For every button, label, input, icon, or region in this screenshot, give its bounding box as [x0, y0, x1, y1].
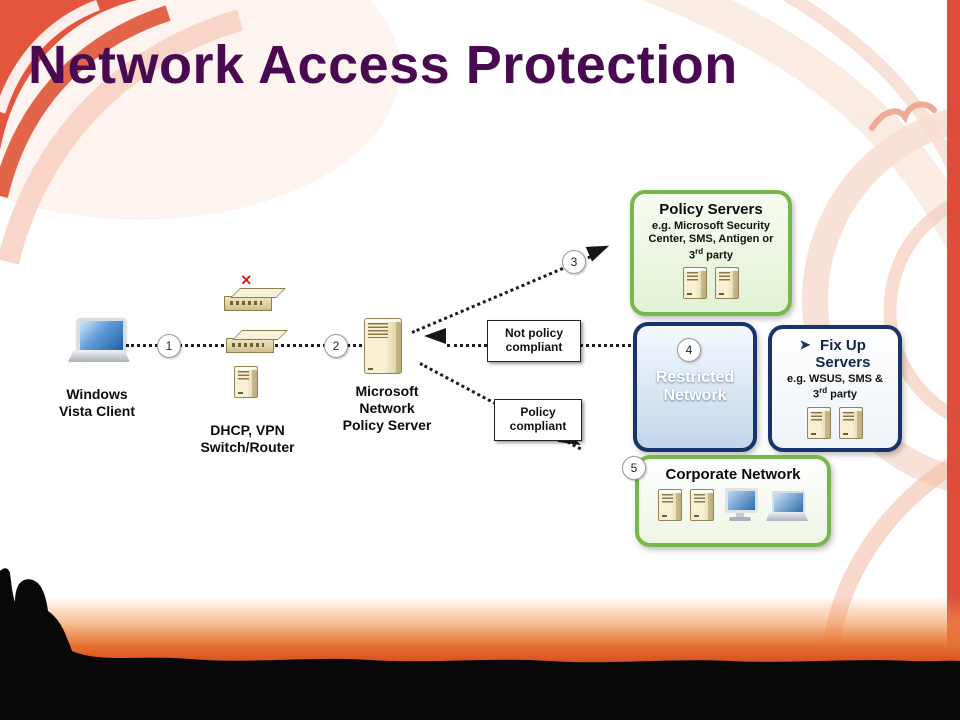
policy-servers-subtitle: e.g. Microsoft Security Center, SMS, Ant…: [641, 220, 781, 262]
policy-servers-title: Policy Servers: [659, 201, 763, 218]
corporate-network-title: Corporate Network: [665, 466, 801, 483]
fixup-title-row: ➤ Fix Up Servers: [772, 337, 898, 372]
laptop-icon: [766, 491, 808, 522]
not-policy-compliant-label: Not policy compliant: [487, 320, 581, 362]
laptop-icon: [68, 318, 130, 362]
desktop-stand: [736, 513, 744, 518]
step-badge-4: 4: [677, 338, 701, 362]
gateway-label: DHCP, VPN Switch/Router: [200, 422, 295, 456]
fixup-servers-box: ➤ Fix Up Servers e.g. WSUS, SMS & 3rd pa…: [768, 325, 902, 452]
client-label: Windows Vista Client: [59, 386, 135, 420]
fixup-subtitle-tail: party: [827, 388, 858, 401]
server-tower-icon: [683, 267, 707, 300]
corporate-network-box: Corporate Network: [635, 455, 831, 547]
step-badge-2: 2: [324, 334, 348, 358]
policy-servers-box: Policy Servers e.g. Microsoft Security C…: [630, 190, 792, 316]
desktop-foot: [729, 517, 751, 522]
fixup-icons: [772, 406, 898, 439]
step-badge-1: 1: [157, 334, 181, 358]
policy-servers-icons: [634, 267, 788, 300]
laptop-screen: [772, 491, 805, 515]
fixup-title: Fix Up Servers: [815, 337, 871, 372]
laptop-screen: [77, 318, 126, 353]
arrowhead-toward-policy-servers-icon: [585, 238, 613, 262]
nps-label: Microsoft Network Policy Server: [342, 383, 432, 434]
red-x-icon: ×: [241, 270, 252, 290]
step-badge-3: 3: [562, 250, 586, 274]
arrowhead-toward-nps-icon: [424, 328, 446, 344]
router-icon: ×: [224, 270, 272, 311]
desktop-monitor: [725, 488, 758, 514]
corporate-network-icons: [639, 488, 827, 522]
restricted-network-title: Restricted Network: [655, 368, 735, 404]
fixup-arrow-icon: ➤: [799, 337, 811, 352]
server-tower-icon: [807, 406, 831, 439]
restricted-network-box: Restricted Network: [633, 322, 757, 452]
desktop-computer-icon: [722, 488, 758, 522]
laptop-base: [766, 512, 808, 522]
fixup-subtitle: e.g. WSUS, SMS & 3rd party: [779, 373, 891, 402]
server-tower-icon: [839, 406, 863, 439]
server-tower-icon: [658, 489, 682, 522]
audience-silhouette: [0, 568, 960, 720]
bird-icon: [869, 101, 937, 131]
server-tower-icon: [715, 267, 739, 300]
server-tower-icon: [690, 489, 714, 522]
gateway-server-icon: [234, 366, 258, 398]
laptop-base: [68, 350, 130, 362]
policy-compliant-label: Policy compliant: [494, 399, 582, 441]
step-badge-5: 5: [622, 456, 646, 480]
fixup-subtitle-sup: rd: [819, 385, 828, 395]
nps-server-icon: [364, 318, 402, 374]
policy-servers-subtitle-tail: party: [703, 249, 734, 262]
policy-servers-subtitle-sup: rd: [695, 246, 704, 256]
switch-icon: [226, 338, 274, 353]
slide-title: Network Access Protection: [28, 35, 738, 95]
